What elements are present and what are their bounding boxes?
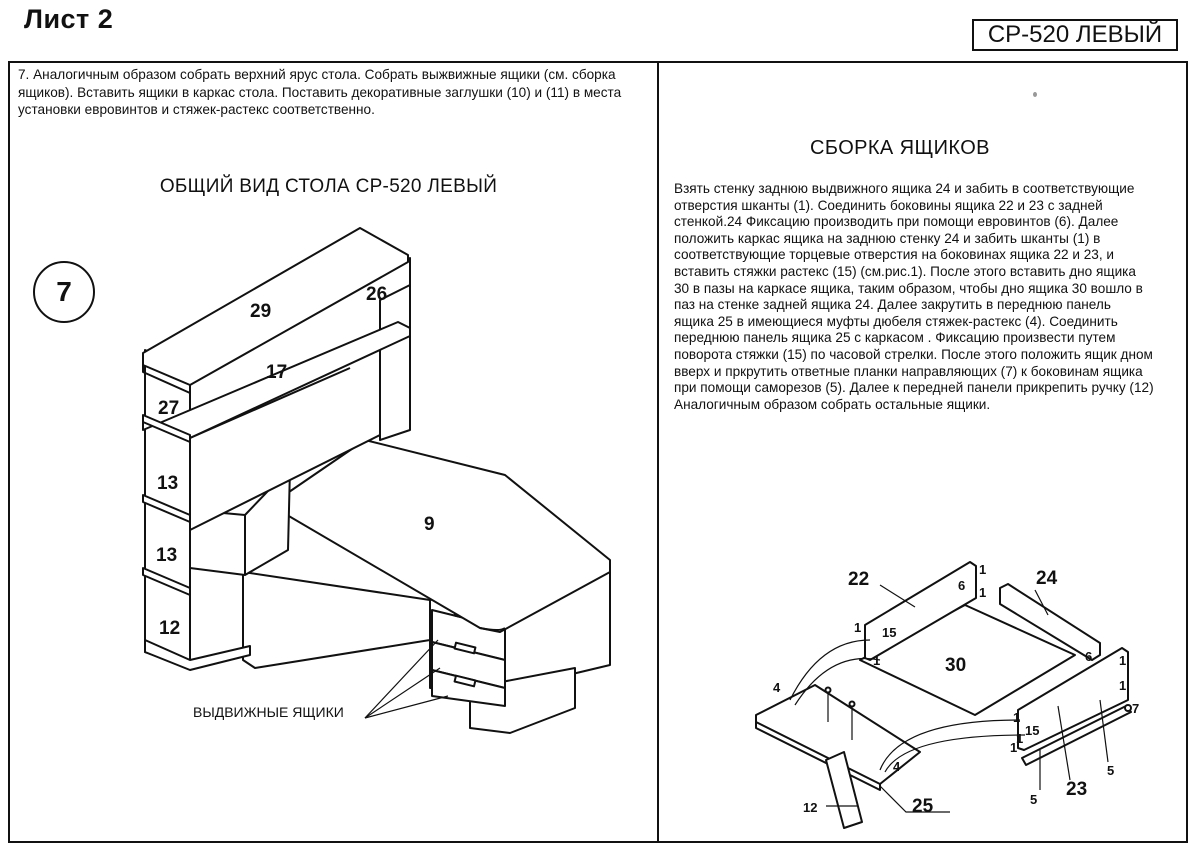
dowel-sleeve-label-4-right: 4	[893, 759, 901, 774]
screw-label-5-left: 5	[1030, 792, 1037, 807]
dowel-label-3: 1	[854, 620, 861, 635]
step-number-badge: 7	[33, 261, 95, 323]
tie-label-15-lower: 15	[1025, 723, 1039, 738]
model-label: СР-520 ЛЕВЫЙ	[972, 19, 1178, 51]
drawers-caption: ВЫДВИЖНЫЕ ЯЩИКИ	[193, 704, 344, 720]
dowel-label-9: 1	[1010, 740, 1017, 755]
drawer-part-label-25: 25	[912, 796, 934, 817]
panel-divider	[657, 61, 659, 843]
part-label-9: 9	[424, 514, 435, 535]
general-view-title: ОБЩИЙ ВИД СТОЛА СР-520 ЛЕВЫЙ	[159, 176, 498, 197]
part-label-13-lower: 13	[156, 545, 177, 566]
instruction-frame	[8, 61, 1188, 843]
dowel-label-5: 1	[1119, 653, 1126, 668]
dowel-label-8: 1	[1016, 731, 1023, 746]
dowel-label-6: 1	[1119, 678, 1126, 693]
dowel-label-2: 1	[979, 585, 986, 600]
drawer-part-label-30: 30	[945, 655, 966, 676]
dowel-label-1: 1	[979, 562, 986, 577]
part-label-26: 26	[366, 284, 387, 305]
dowel-sleeve-label-4-left: 4	[773, 680, 781, 695]
scan-speck	[1033, 92, 1037, 97]
drawer-assembly-drawing	[755, 561, 1132, 829]
drawer-part-label-23: 23	[1066, 779, 1087, 800]
part-label-29: 29	[250, 301, 271, 322]
screw-label-5-right: 5	[1107, 763, 1114, 778]
drawer-assembly-title: СБОРКА ЯЩИКОВ	[810, 137, 990, 159]
part-label-12: 12	[159, 618, 180, 639]
desk-drawing	[142, 227, 611, 734]
dowel-label-7: 1	[1013, 710, 1020, 725]
tie-label-15-upper: 15	[882, 625, 896, 640]
part-label-27: 27	[158, 398, 179, 419]
eurobolt-label-2: 6	[1085, 649, 1092, 664]
eurobolt-label-1: 6	[958, 578, 965, 593]
drawer-part-label-12: 12	[803, 800, 817, 815]
drawer-part-label-22: 22	[848, 569, 869, 590]
rail-label-7: 7	[1132, 701, 1139, 716]
dowel-label-4: 1	[873, 653, 880, 668]
part-label-13-upper: 13	[157, 473, 178, 494]
drawer-part-label-24: 24	[1036, 568, 1058, 589]
step-instructions: 7. Аналогичным образом собрать верхний я…	[18, 67, 622, 117]
drawer-assembly-description: Взять стенку заднюю выдвижного ящика 24 …	[674, 181, 1154, 412]
sheet-title: Лист 2	[24, 4, 114, 34]
part-label-17: 17	[266, 362, 287, 383]
